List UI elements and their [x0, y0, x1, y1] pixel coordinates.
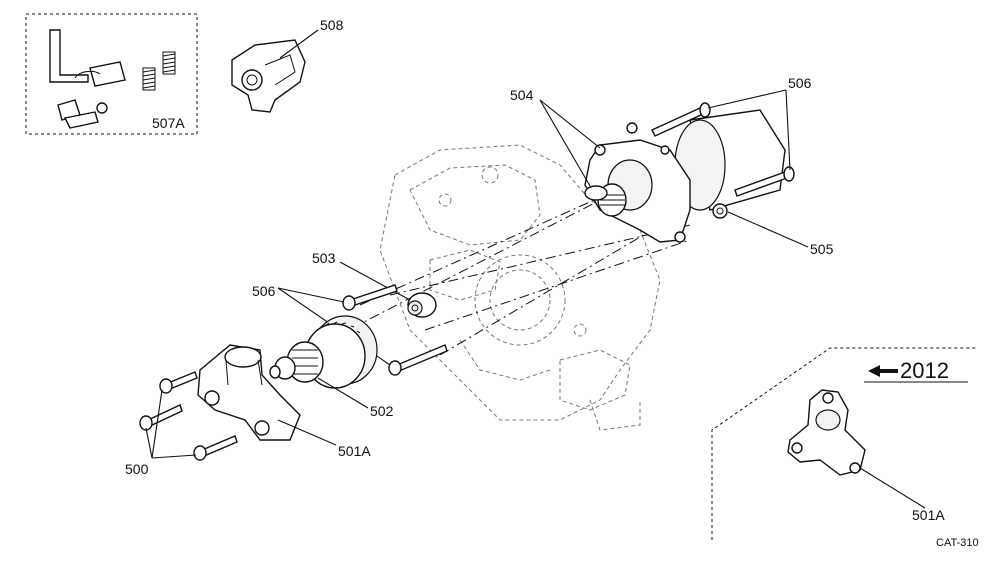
- washer-505: [712, 203, 728, 219]
- label-506-upper: 506: [788, 75, 812, 91]
- leader-504a: [539, 99, 601, 149]
- brush-bracket: [49, 29, 89, 83]
- leader-501A: [277, 419, 337, 446]
- leader-508: [279, 29, 319, 59]
- leader-502: [317, 377, 369, 409]
- label-505: 505: [810, 241, 834, 257]
- left-arrow-icon: [868, 365, 898, 377]
- brush: [89, 61, 126, 87]
- label-502: 502: [370, 403, 394, 419]
- leader-505: [727, 211, 809, 248]
- brush-spring-right: [162, 51, 176, 75]
- label-507A: 507A: [152, 115, 185, 131]
- reference-code: CAT-310: [936, 537, 979, 549]
- label-500: 500: [125, 461, 149, 477]
- bolt-506-lower-a: [342, 284, 398, 311]
- leader-506a-1: [707, 89, 787, 109]
- bolt-506-upper-a: [651, 102, 711, 137]
- brush-spring-left: [142, 67, 156, 91]
- label-506-lower: 506: [252, 283, 276, 299]
- starter-terminal: [626, 122, 638, 134]
- label-501A: 501A: [338, 443, 371, 459]
- leader-506a-2: [785, 89, 791, 171]
- leader-506b-1: [277, 287, 345, 303]
- bolt-500-a: [159, 371, 198, 394]
- inset-2012: 2012 501A: [711, 347, 978, 540]
- bolt-506-upper-b: [734, 166, 795, 197]
- leader-500-c: [151, 454, 197, 459]
- bolt-506-lower-b: [388, 344, 448, 376]
- leader-500-a: [151, 389, 163, 459]
- bolt-500-c: [193, 435, 238, 461]
- part-503-bushing: [407, 292, 437, 318]
- label-503: 503: [312, 250, 336, 266]
- leader-500-b: [145, 427, 153, 459]
- starter-o-ring: [584, 185, 608, 201]
- label-504: 504: [510, 87, 534, 103]
- leader-503: [339, 261, 411, 301]
- part-501A-2012-cover: [787, 389, 866, 476]
- leader-504b: [539, 99, 591, 187]
- label-501A-inset: 501A: [912, 507, 945, 523]
- starter-motor: [584, 109, 786, 243]
- part-508-cover: [231, 39, 306, 113]
- part-502-gear: [269, 315, 378, 389]
- engine-case-outline: [379, 144, 661, 431]
- leader-501A-inset: [859, 467, 926, 509]
- bolt-500-b: [139, 404, 183, 431]
- label-508: 508: [320, 17, 344, 33]
- inset-year: 2012: [900, 358, 949, 383]
- brush-kit-inset: 507A: [25, 13, 198, 135]
